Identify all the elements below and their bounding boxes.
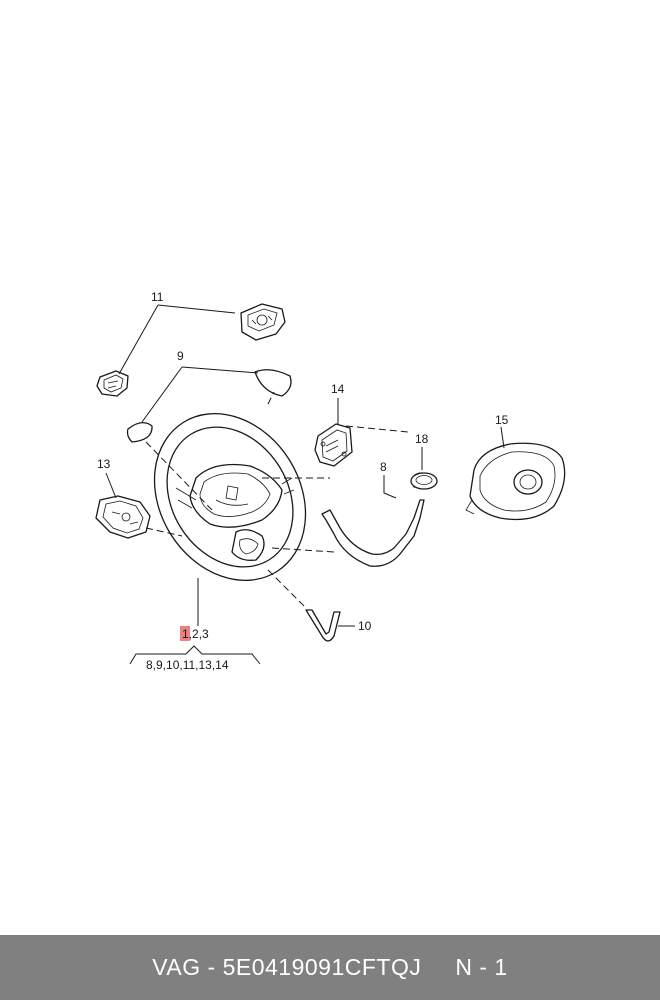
- callout-13: 13: [97, 457, 111, 471]
- callout-8: 8: [380, 460, 387, 474]
- trim-cap-left-part-9: [126, 422, 153, 443]
- sub-refs-label: 8,9,10,11,13,14: [146, 658, 229, 672]
- callout-18: 18: [415, 432, 429, 446]
- main-ref-highlight: [180, 626, 190, 641]
- reference-brace: [129, 645, 261, 665]
- trim-cap-right-part-9: [254, 369, 292, 397]
- parts-diagram: 11 9 14 15 18 13 8 10 1,2,3 8,9,10,11,13…: [95, 290, 566, 672]
- callout-11: 11: [151, 290, 164, 304]
- switch-module-right-part-11: [240, 303, 286, 341]
- cover-frame-part-8: [321, 499, 425, 567]
- steering-wheel-part-1: [153, 413, 307, 581]
- callout-10: 10: [358, 619, 372, 633]
- leader-lines: [105, 304, 505, 627]
- callout-14: 14: [331, 382, 345, 396]
- callout-15: 15: [495, 413, 509, 427]
- part-number-text: VAG - 5E0419091CFTQJ: [152, 954, 422, 980]
- quantity-text: N - 1: [455, 954, 508, 980]
- switch-housing-part-13: [95, 495, 151, 539]
- footer-bar: VAG - 5E0419091CFTQJ N - 1: [0, 935, 660, 1000]
- switch-module-left-part-11: [96, 370, 129, 397]
- control-unit-part-14: [314, 423, 353, 467]
- main-ref-label: 1,2,3: [182, 627, 209, 641]
- callout-9: 9: [177, 349, 184, 363]
- airbag-unit-part-15: [465, 442, 566, 521]
- trim-part-10: [305, 609, 341, 642]
- screw-part-18: [410, 472, 438, 490]
